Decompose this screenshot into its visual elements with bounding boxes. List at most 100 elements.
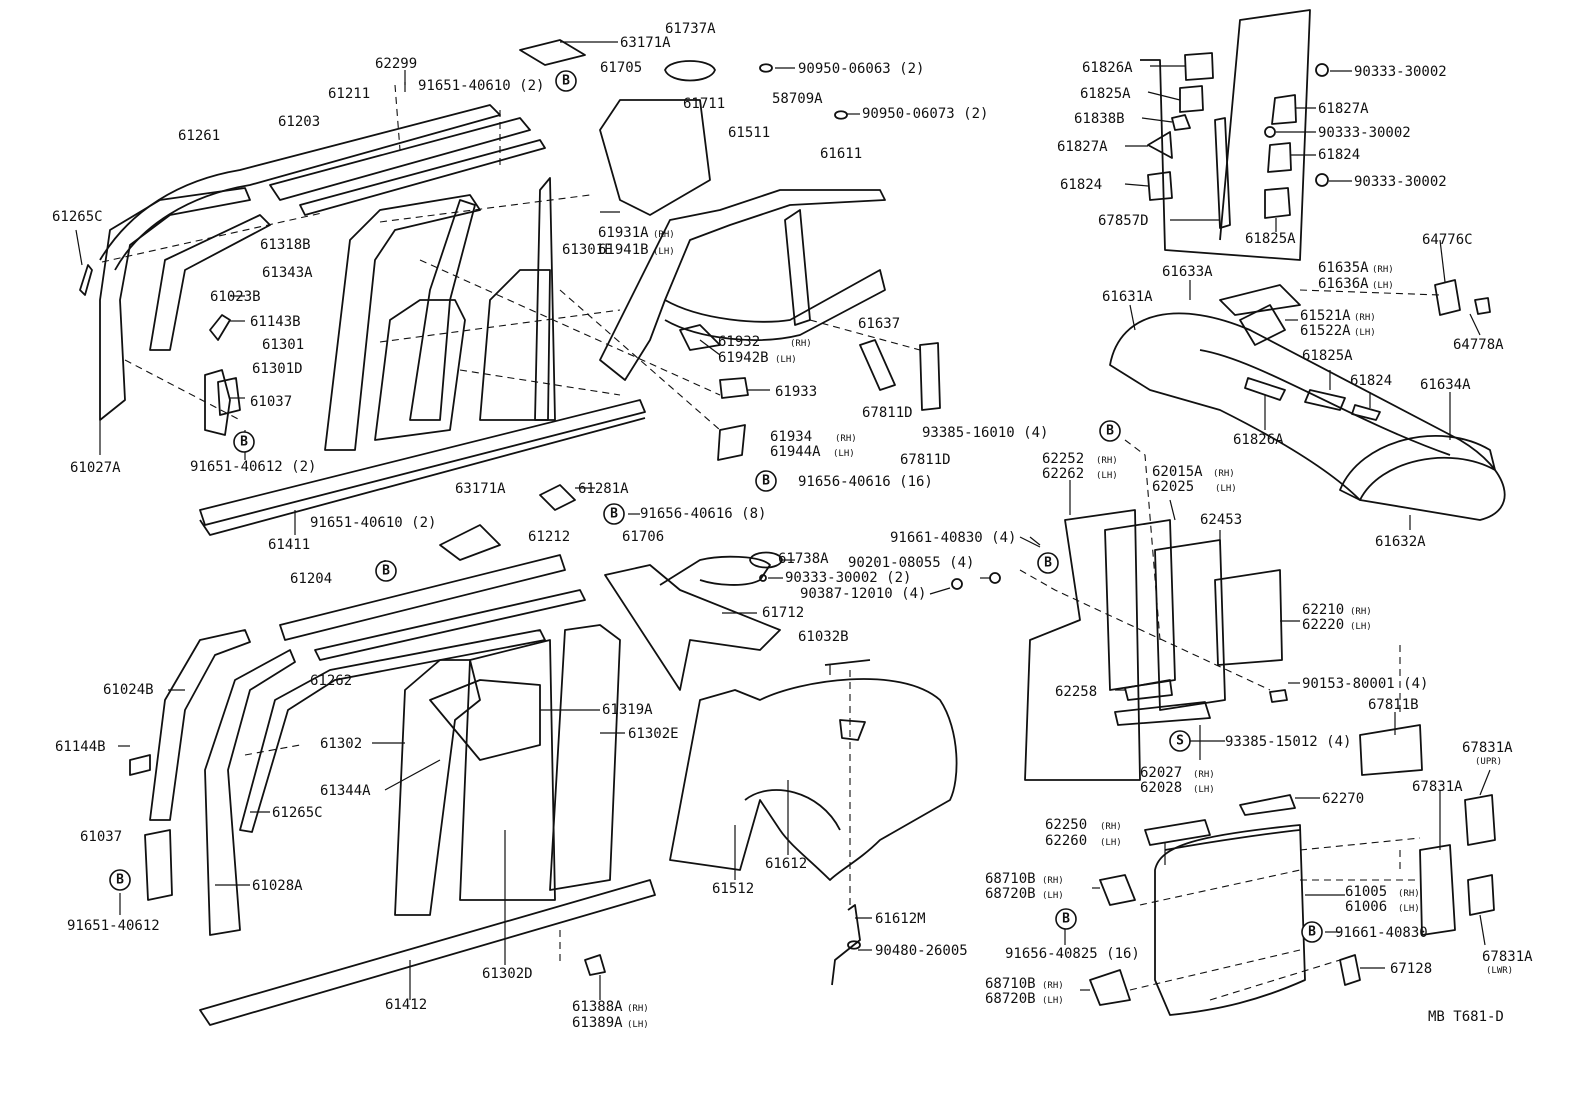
callout-62258: 62258 (1055, 684, 1097, 700)
callout-61611: 61611 (820, 146, 862, 162)
callout-61023B: 61023B (210, 289, 261, 305)
callout-61712: 61712 (762, 605, 804, 621)
callout-61825A-b: 61825A (1245, 231, 1296, 247)
callout-61412: 61412 (385, 997, 427, 1013)
callout-62270: 62270 (1322, 791, 1364, 807)
callout-61826A-b: 61826A (1233, 432, 1284, 448)
callout-61281A: 61281A (578, 481, 629, 497)
callout-61143B: 61143B (250, 314, 301, 330)
qual-lh-61941B: (LH) (653, 247, 675, 257)
qual-rh-61932: (RH) (790, 339, 812, 349)
callout-61522A: 61522A (1300, 323, 1351, 339)
badge-b-letter: B (610, 507, 618, 522)
callout-58709A: 58709A (772, 91, 823, 107)
callout-91651-40612-2: 91651-40612 (2) (190, 459, 316, 475)
callout-61411: 61411 (268, 537, 310, 553)
badge-b: B (1055, 908, 1077, 930)
callout-61212: 61212 (528, 529, 570, 545)
callout-90950-06073: 90950-06073 (2) (862, 106, 988, 122)
qual-lh-61942B: (LH) (775, 355, 797, 365)
callout-61344A: 61344A (320, 783, 371, 799)
callout-61028A: 61028A (252, 878, 303, 894)
badge-b-letter: B (1044, 556, 1052, 571)
badge-b-letter: B (240, 435, 248, 450)
callout-91661-40830: 91661-40830 (1335, 925, 1428, 941)
callout-67128: 67128 (1390, 961, 1432, 977)
badge-b: B (555, 70, 577, 92)
callout-61521A: 61521A (1300, 308, 1351, 324)
callout-61612: 61612 (765, 856, 807, 872)
callout-67831A-upr: 67831A (1462, 740, 1513, 756)
qual-lwr: (LWR) (1486, 966, 1513, 976)
callout-91651-40612: 91651-40612 (67, 918, 160, 934)
callout-61737A: 61737A (665, 21, 716, 37)
badge-b: B (233, 431, 255, 453)
badge-b: B (1301, 921, 1323, 943)
qual-rh-62015A: (RH) (1213, 469, 1235, 479)
callout-62262: 62262 (1042, 466, 1084, 482)
leader-lines (75, 41, 1491, 1000)
qual-upr: (UPR) (1475, 757, 1502, 767)
callout-61343A: 61343A (262, 265, 313, 281)
callout-61511: 61511 (728, 125, 770, 141)
qual-lh-61944A: (LH) (833, 449, 855, 459)
qual-rh-62027: (RH) (1193, 770, 1215, 780)
callout-61512: 61512 (712, 881, 754, 897)
callout-68710B: 68710B (985, 871, 1036, 887)
callout-61637: 61637 (858, 316, 900, 332)
callout-61824-c: 61824 (1350, 373, 1392, 389)
qual-rh-61005: (RH) (1398, 889, 1420, 899)
qual-rh-61934: (RH) (835, 434, 857, 444)
callout-61711: 61711 (683, 96, 725, 112)
callout-61705: 61705 (600, 60, 642, 76)
qual-lh-62025: (LH) (1215, 484, 1237, 494)
callout-61827A: 61827A (1318, 101, 1369, 117)
callout-61389A: 61389A (572, 1015, 623, 1031)
callout-61706: 61706 (622, 529, 664, 545)
callout-90153-80001: 90153-80001 (4) (1302, 676, 1428, 692)
callout-61635A: 61635A (1318, 260, 1369, 276)
callout-91656-40616-16: 91656-40616 (16) (798, 474, 933, 490)
callout-91651-40610: 91651-40610 (2) (418, 78, 544, 94)
callout-61824: 61824 (1318, 147, 1360, 163)
callout-61203: 61203 (278, 114, 320, 130)
badge-b-letter: B (1106, 424, 1114, 439)
callout-61211: 61211 (328, 86, 370, 102)
qual-rh-62210: (RH) (1350, 607, 1372, 617)
badge-b: B (755, 470, 777, 492)
callout-61738A: 61738A (778, 551, 829, 567)
callout-61931A: 61931A (598, 225, 649, 241)
dashed-guides (101, 84, 1441, 1001)
qual-lh-61522A: (LH) (1354, 328, 1376, 338)
callout-61942B: 61942B (718, 350, 769, 366)
badge-b: B (603, 503, 625, 525)
callout-labels: 63171A 61737A 62299 91651-40610 (2) 6170… (52, 21, 1533, 1031)
callout-93385-15012: 93385-15012 (4) (1225, 734, 1351, 750)
callout-63171A-b: 63171A (455, 481, 506, 497)
qual-rh-62252: (RH) (1096, 456, 1118, 466)
callout-61265C: 61265C (52, 209, 103, 225)
callout-61933: 61933 (775, 384, 817, 400)
callout-62299: 62299 (375, 56, 417, 72)
callout-61037-b: 61037 (80, 829, 122, 845)
callout-67811D: 67811D (862, 405, 913, 421)
callout-61302: 61302 (320, 736, 362, 752)
callout-61262: 61262 (310, 673, 352, 689)
callout-90333-30002-c: 90333-30002 (1354, 174, 1447, 190)
callout-68710B-b: 68710B (985, 976, 1036, 992)
callout-62027: 62027 (1140, 765, 1182, 781)
badge-b-letter: B (762, 474, 770, 489)
callout-68720B: 68720B (985, 886, 1036, 902)
callout-90333-30002-a: 90333-30002 (1354, 64, 1447, 80)
callout-61261: 61261 (178, 128, 220, 144)
callout-61934: 61934 (770, 429, 812, 445)
callout-61302E: 61302E (628, 726, 679, 742)
qual-rh-61635A: (RH) (1372, 265, 1394, 275)
qual-rh-61388A: (RH) (627, 1004, 649, 1014)
callout-61825A-c: 61825A (1302, 348, 1353, 364)
qual-lh-61636A: (LH) (1372, 281, 1394, 291)
callout-67811B: 67811B (1368, 697, 1419, 713)
qual-lh-62220: (LH) (1350, 622, 1372, 632)
callout-61027A: 61027A (70, 460, 121, 476)
